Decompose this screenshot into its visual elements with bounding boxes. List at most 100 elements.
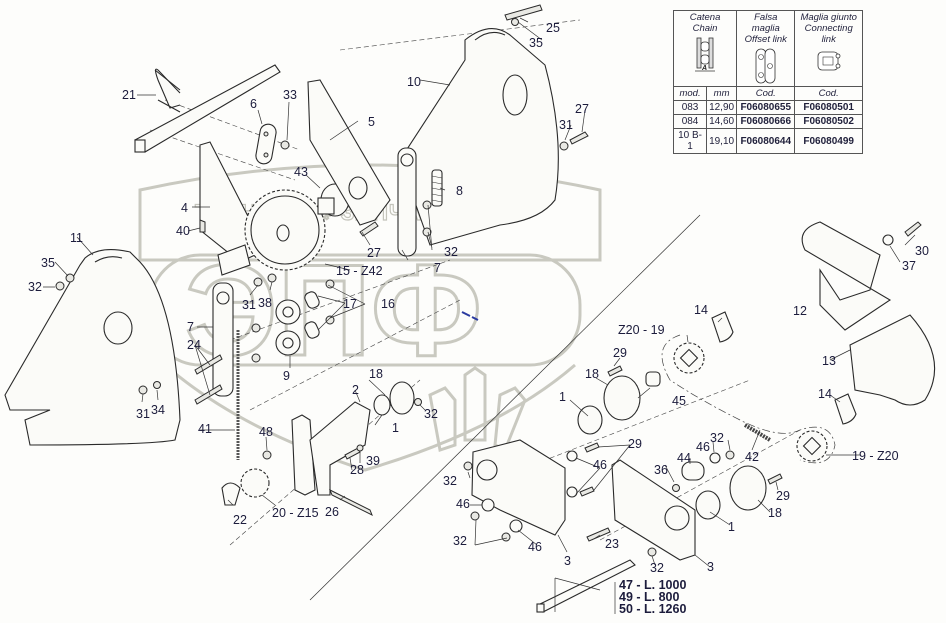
part-16-washer-b[interactable] bbox=[325, 315, 335, 325]
callout-42: 42 bbox=[745, 450, 759, 464]
callout-16: 16 bbox=[381, 297, 395, 311]
cell-mm: 19,10 bbox=[706, 128, 738, 154]
part-29-bolt-d[interactable] bbox=[767, 473, 783, 485]
callout-7-lower: 7 bbox=[187, 320, 194, 334]
part-31-nut-c[interactable] bbox=[253, 277, 263, 287]
part-21-u-bolt[interactable] bbox=[154, 68, 181, 113]
part-29-bolt-a[interactable] bbox=[607, 365, 623, 377]
part-34-washer[interactable] bbox=[153, 381, 161, 389]
part-27-bolt-b[interactable] bbox=[569, 131, 589, 145]
part-4-tube[interactable] bbox=[217, 244, 251, 276]
callout-13: 13 bbox=[822, 354, 836, 368]
part-31-nut-a[interactable] bbox=[559, 141, 569, 151]
part-17-spacer-a[interactable] bbox=[303, 290, 321, 310]
cell-mm: 12,90 bbox=[706, 100, 738, 115]
part-washer-lower-b[interactable] bbox=[251, 353, 261, 363]
part-45-square-washer[interactable] bbox=[645, 371, 661, 387]
callout-27-mid: 27 bbox=[367, 246, 381, 260]
callout-46-left: 46 bbox=[456, 497, 470, 511]
part-7-link-upper[interactable] bbox=[397, 147, 417, 257]
part-18-flange-c[interactable] bbox=[729, 465, 767, 511]
part-32-nut-i[interactable] bbox=[647, 547, 657, 557]
part-29-bolt-c[interactable] bbox=[579, 486, 595, 497]
part-10-guard[interactable] bbox=[399, 28, 559, 246]
part-19-sprocket-z20-lower[interactable] bbox=[796, 430, 828, 462]
part-48-nut[interactable] bbox=[262, 450, 272, 460]
part-26-bolt[interactable] bbox=[329, 488, 373, 517]
part-1-bearing-a[interactable] bbox=[373, 394, 391, 416]
part-32-nut-e[interactable] bbox=[463, 461, 473, 471]
part-25-bolt[interactable] bbox=[504, 4, 543, 21]
part-40-grease-nipple[interactable] bbox=[199, 219, 206, 233]
part-29-bolt-b[interactable] bbox=[584, 442, 600, 453]
part-washer-lower-a[interactable] bbox=[251, 323, 261, 333]
part-17-spacer-b[interactable] bbox=[303, 320, 321, 340]
part-39-washer[interactable] bbox=[356, 444, 364, 452]
part-23-pin[interactable] bbox=[586, 527, 611, 542]
part-46-washer-e[interactable] bbox=[709, 452, 721, 464]
part-46-washer-d[interactable] bbox=[509, 519, 523, 533]
part-22-shoe-block[interactable] bbox=[291, 414, 316, 496]
part-32-nut-a[interactable] bbox=[422, 200, 432, 210]
part-8-spring[interactable] bbox=[431, 169, 443, 207]
part-11-cover[interactable] bbox=[4, 249, 181, 446]
cell-connecting-code: F06080501 bbox=[794, 100, 863, 115]
part-1-bearing-b[interactable] bbox=[577, 405, 603, 435]
part-32-nut-g[interactable] bbox=[501, 532, 511, 542]
callout-32-right: 32 bbox=[710, 431, 724, 445]
part-46-washer-c[interactable] bbox=[481, 498, 495, 512]
callout-27-right: 27 bbox=[575, 102, 589, 116]
part-7-link-lower[interactable] bbox=[212, 282, 234, 397]
part-32-nut-b[interactable] bbox=[422, 227, 432, 237]
part-12-shield[interactable] bbox=[801, 221, 892, 331]
part-24-pin-a[interactable] bbox=[194, 354, 223, 375]
part-5-plate[interactable] bbox=[307, 79, 391, 226]
part-31-nut-b[interactable] bbox=[138, 385, 148, 395]
part-32-nut-d[interactable] bbox=[414, 398, 422, 406]
part-24-pin-b[interactable] bbox=[194, 384, 223, 405]
part-22-tensioner-pad[interactable] bbox=[221, 482, 241, 506]
part-14-chain-guide-b[interactable] bbox=[834, 393, 857, 425]
part-36-washer[interactable] bbox=[672, 484, 680, 492]
callout-8: 8 bbox=[456, 184, 463, 198]
callout-45: 45 bbox=[672, 394, 686, 408]
callout-3-left: 3 bbox=[564, 554, 571, 568]
part-33-nut[interactable] bbox=[280, 140, 290, 150]
callout-31-right: 31 bbox=[559, 118, 573, 132]
part-37-washer[interactable] bbox=[882, 234, 894, 246]
part-6-plate[interactable] bbox=[255, 123, 278, 165]
shaft-length-50: 50 - L. 1260 bbox=[619, 602, 686, 616]
callout-18-right: 18 bbox=[768, 506, 782, 520]
callout-19-z20: 19 - Z20 bbox=[852, 449, 899, 463]
part-46-washer-b[interactable] bbox=[566, 486, 578, 498]
part-18-flange-a[interactable] bbox=[389, 381, 415, 415]
part-32-nut-f[interactable] bbox=[470, 511, 480, 521]
part-44-spacer[interactable] bbox=[681, 461, 705, 481]
part-30-screw[interactable] bbox=[904, 221, 922, 237]
part-square-tube-top[interactable] bbox=[134, 64, 281, 153]
part-27-bolt-a[interactable] bbox=[359, 221, 379, 237]
part-19-sprocket-z20-upper[interactable] bbox=[673, 342, 705, 374]
callout-1-mid: 1 bbox=[559, 390, 566, 404]
header-connecting-en: Connecting link bbox=[804, 23, 853, 45]
cell-offset-code: F06080644 bbox=[736, 128, 796, 154]
part-38-washer[interactable] bbox=[267, 273, 277, 283]
part-18-flange-b[interactable] bbox=[603, 375, 641, 421]
chain-path bbox=[661, 334, 836, 464]
part-42-chain-link[interactable] bbox=[743, 423, 772, 442]
callout-20-z15: 20 - Z15 bbox=[272, 506, 319, 520]
part-14-chain-guide-a[interactable] bbox=[711, 311, 734, 343]
callout-3-right: 3 bbox=[707, 560, 714, 574]
part-1-bearing-c[interactable] bbox=[695, 490, 721, 520]
part-15-gear-z42[interactable] bbox=[244, 189, 326, 271]
table-row: 084 14,60 F06080666 F06080502 bbox=[672, 114, 863, 129]
part-46-washer-a[interactable] bbox=[566, 450, 578, 462]
part-16-washer-a[interactable] bbox=[325, 279, 335, 289]
part-13-shield[interactable] bbox=[849, 314, 936, 406]
part-32-nut-h[interactable] bbox=[725, 450, 735, 460]
part-20-sprocket-z15[interactable] bbox=[240, 468, 270, 498]
part-35-washer-a[interactable] bbox=[511, 18, 519, 26]
part-32-nut-c[interactable] bbox=[55, 281, 65, 291]
callout-9: 9 bbox=[283, 369, 290, 383]
callout-32-plate: 32 bbox=[443, 474, 457, 488]
